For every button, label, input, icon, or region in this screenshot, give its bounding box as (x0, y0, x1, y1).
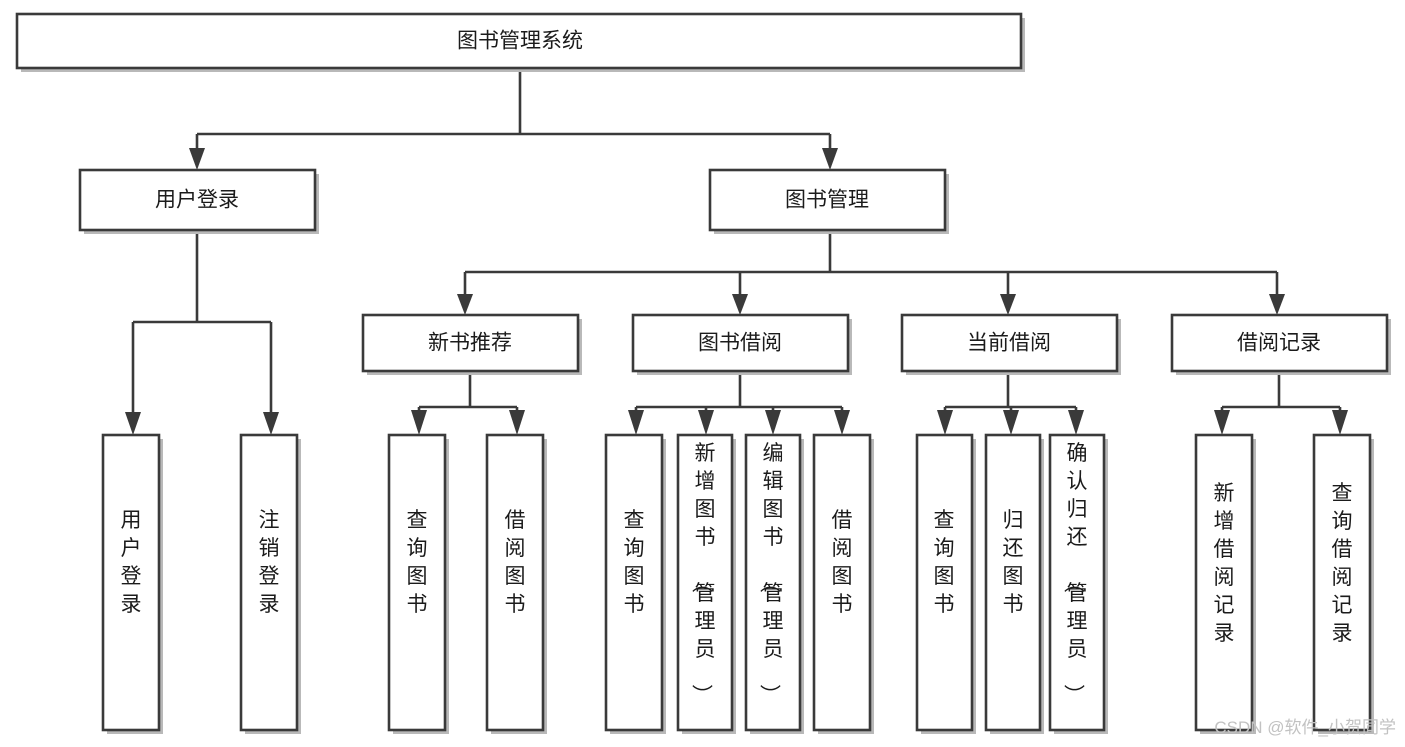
node-new-book-rec[interactable]: 新书推荐 (361, 313, 582, 375)
watermark-label: CSDN @软件_小贺同学 (1214, 718, 1396, 737)
node-leaf-borrow-book-1-label: 借阅图书 (505, 509, 526, 616)
node-leaf-query-record-label: 查询借阅记录 (1332, 482, 1353, 645)
arrow-head-leaf-return-book (1003, 410, 1019, 435)
node-leaf-add-book-box[interactable] (676, 433, 734, 732)
arrow-head-leaf-logout (263, 412, 279, 435)
node-borrow-record-label: 借阅记录 (1237, 332, 1321, 355)
arrow-head-new-book-rec (457, 294, 473, 315)
node-leaf-query-book-2-label: 查询图书 (624, 509, 645, 616)
node-leaf-add-record-box[interactable] (1194, 433, 1254, 732)
node-root[interactable]: 图书管理系统 (15, 12, 1025, 72)
node-leaf-query-book-2-box[interactable] (604, 433, 664, 732)
arrow-head-leaf-borrow-book-2 (834, 410, 850, 435)
node-leaf-query-book-2[interactable]: 查询图书 (604, 433, 666, 734)
node-current-borrow-box[interactable] (900, 313, 1119, 373)
arrow-head-leaf-add-book (698, 410, 714, 435)
node-leaf-return-book-label: 归还图书 (1003, 509, 1024, 616)
arrow-head-leaf-borrow-book-1 (509, 410, 525, 435)
arrow-head-book-manage (822, 148, 838, 170)
node-leaf-borrow-book-1-box[interactable] (485, 433, 545, 732)
node-current-borrow[interactable]: 当前借阅 (900, 313, 1121, 375)
node-leaf-edit-book-box[interactable] (744, 433, 802, 732)
node-leaf-query-book-1[interactable]: 查询图书 (387, 433, 449, 734)
arrow-head-leaf-query-book-2 (628, 410, 644, 435)
node-book-borrow-box[interactable] (631, 313, 850, 373)
node-new-book-rec-label: 新书推荐 (428, 332, 512, 355)
node-leaf-query-record-box[interactable] (1312, 433, 1372, 732)
arrow-head-leaf-query-book-1 (411, 410, 427, 435)
node-user-login[interactable]: 用户登录 (78, 168, 319, 234)
node-leaf-add-book-label: 新增图书（管理员） (690, 442, 716, 705)
node-book-borrow[interactable]: 图书借阅 (631, 313, 852, 375)
arrow-head-leaf-query-book-3 (937, 410, 953, 435)
arrow-head-book-borrow (732, 294, 748, 315)
node-leaf-user-login-box[interactable] (101, 433, 161, 732)
node-user-login-label: 用户登录 (155, 189, 239, 212)
connector-layer (125, 68, 1348, 435)
arrow-head-leaf-confirm-return (1068, 410, 1084, 435)
node-book-manage-box[interactable] (708, 168, 947, 232)
node-leaf-query-book-3-box[interactable] (915, 433, 974, 732)
arrow-head-leaf-query-record (1332, 410, 1348, 435)
node-leaf-query-book-1-box[interactable] (387, 433, 447, 732)
node-borrow-record-box[interactable] (1170, 313, 1389, 373)
node-book-manage[interactable]: 图书管理 (708, 168, 949, 234)
node-borrow-record[interactable]: 借阅记录 (1170, 313, 1391, 375)
arrow-head-leaf-add-record (1214, 410, 1230, 435)
node-leaf-logout-label: 注销登录 (259, 509, 280, 616)
node-leaf-confirm-return-box[interactable] (1048, 433, 1106, 732)
node-leaf-query-book-1-label: 查询图书 (407, 509, 428, 616)
node-leaf-logout-box[interactable] (239, 433, 299, 732)
node-leaf-logout[interactable]: 注销登录 (239, 433, 301, 734)
node-leaf-borrow-book-1[interactable]: 借阅图书 (485, 433, 547, 734)
node-leaf-query-book-3-label: 查询图书 (934, 509, 955, 616)
node-root-box[interactable] (15, 12, 1023, 70)
node-leaf-user-login[interactable]: 用户登录 (101, 433, 163, 734)
node-leaf-return-book[interactable]: 归还图书 (984, 433, 1044, 734)
node-root-label: 图书管理系统 (457, 30, 583, 53)
node-leaf-confirm-return[interactable]: 确认归还（管理员） (1048, 433, 1108, 734)
arrow-head-leaf-edit-book (765, 410, 781, 435)
node-leaf-return-book-box[interactable] (984, 433, 1042, 732)
node-leaf-user-login-label: 用户登录 (121, 509, 142, 616)
node-leaf-query-book-3[interactable]: 查询图书 (915, 433, 976, 734)
node-book-borrow-label: 图书借阅 (698, 332, 782, 355)
node-book-manage-label: 图书管理 (785, 189, 869, 212)
node-leaf-confirm-return-label: 确认归还（管理员） (1062, 442, 1088, 705)
node-new-book-rec-box[interactable] (361, 313, 580, 373)
node-leaf-borrow-book-2[interactable]: 借阅图书 (812, 433, 874, 734)
node-leaf-borrow-book-2-label: 借阅图书 (832, 509, 853, 616)
node-current-borrow-label: 当前借阅 (967, 332, 1051, 355)
arrow-head-current-borrow (1000, 294, 1016, 315)
node-leaf-add-record-label: 新增借阅记录 (1214, 482, 1235, 645)
node-leaf-add-book[interactable]: 新增图书（管理员） (676, 433, 736, 734)
node-user-login-box[interactable] (78, 168, 317, 232)
node-leaf-query-record[interactable]: 查询借阅记录 (1312, 433, 1374, 734)
arrow-head-user-login (189, 148, 205, 170)
node-leaf-edit-book-label: 编辑图书（管理员） (758, 442, 784, 705)
arrow-head-borrow-record (1269, 294, 1285, 315)
node-leaf-add-record[interactable]: 新增借阅记录 (1194, 433, 1256, 734)
node-leaf-borrow-book-2-box[interactable] (812, 433, 872, 732)
node-leaf-edit-book[interactable]: 编辑图书（管理员） (744, 433, 804, 734)
arrow-head-leaf-user-login (125, 412, 141, 435)
